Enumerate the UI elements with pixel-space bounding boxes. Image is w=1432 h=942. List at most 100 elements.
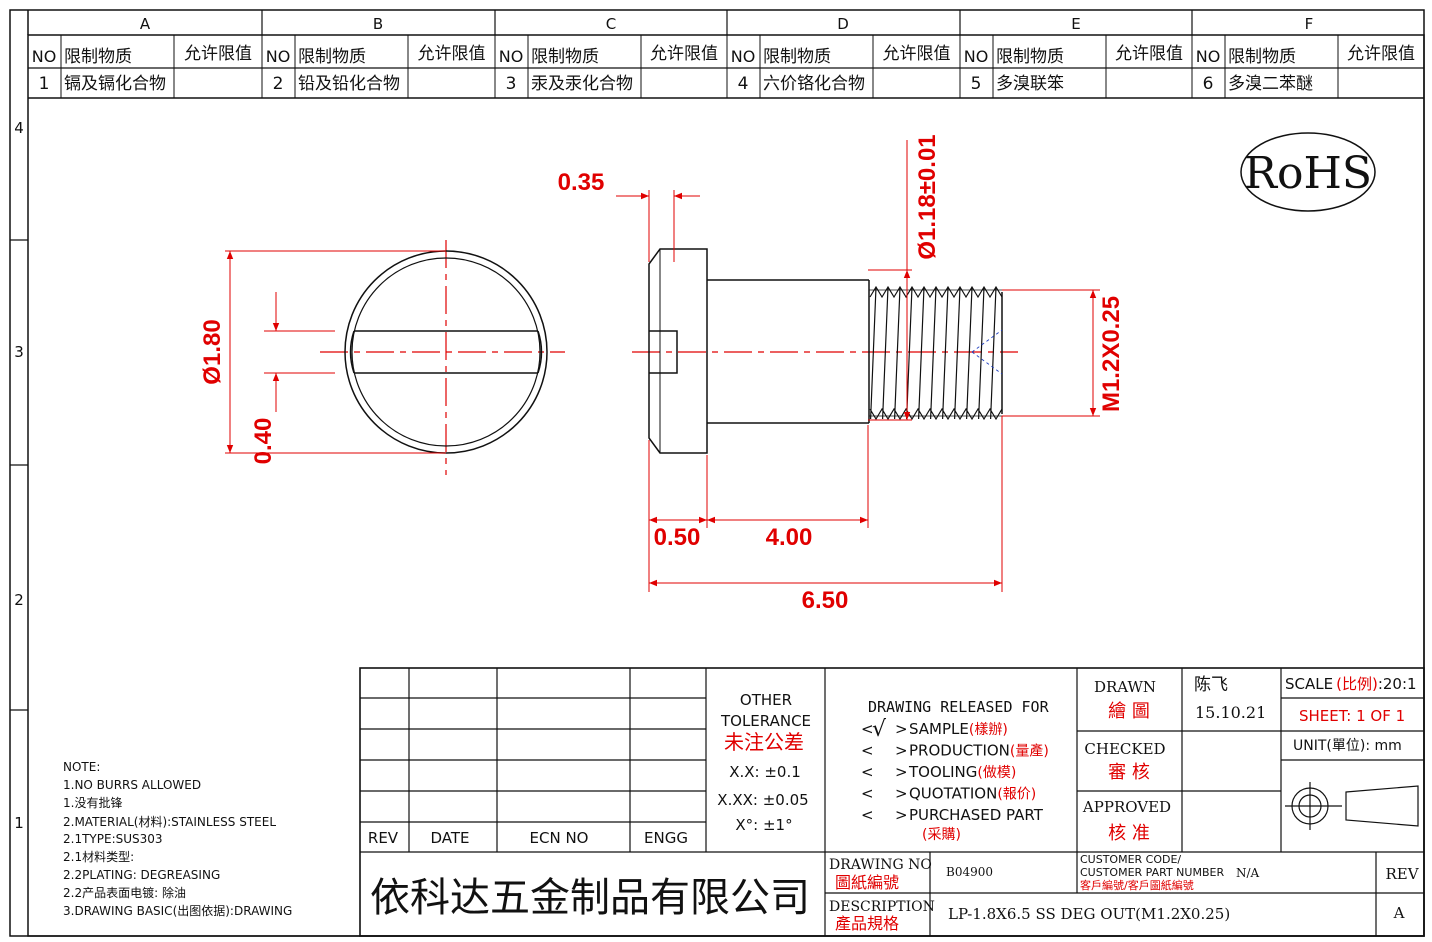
rohs-mark: RoHS xyxy=(1240,132,1376,212)
note-line: 1.没有批锋 xyxy=(63,795,122,810)
description-label-cn: 產品規格 xyxy=(835,914,899,933)
release-option-name: PRODUCTION xyxy=(909,742,1010,760)
tolerance-angle: X°: ±1° xyxy=(735,816,792,834)
scale-text: SCALE(比例):20:1 xyxy=(1285,675,1417,693)
drawn-by-name: 陈飞 xyxy=(1194,675,1228,695)
rev-header: REV xyxy=(368,829,399,847)
checked-label-cn: 審 核 xyxy=(1108,762,1150,783)
note-line: 2.2PLATING: DEGREASING xyxy=(63,868,220,882)
approved-label-cn: 核 准 xyxy=(1108,823,1150,844)
tolerance-x: X.X: ±0.1 xyxy=(729,763,801,781)
restricted-no-header: NO xyxy=(499,47,524,66)
drawing-notes: NOTE: 1.NO BURRS ALLOWED 1.没有批锋 2.MATERI… xyxy=(63,760,292,918)
restricted-substance-header: 限制物质 xyxy=(1228,47,1296,67)
restricted-item-substance: 镉及镉化合物 xyxy=(64,74,166,94)
release-option-cn: (采購) xyxy=(922,827,961,843)
restricted-substance-header: 限制物质 xyxy=(531,47,599,67)
restricted-item-number: 6 xyxy=(1203,74,1214,94)
rev-value: A xyxy=(1393,904,1405,922)
zone-col-a: A xyxy=(140,15,151,33)
restricted-item-substance: 多溴二苯醚 xyxy=(1228,74,1313,94)
release-option-cn: (報价) xyxy=(997,787,1036,803)
release-bracket-open: < xyxy=(861,720,874,738)
restricted-no-header: NO xyxy=(964,47,989,66)
drawn-date: 15.10.21 xyxy=(1195,703,1266,722)
release-title: DRAWING RELEASED FOR xyxy=(868,698,1050,716)
release-option-cn: (樣辦) xyxy=(969,721,1008,738)
release-option-label: SAMPLE(樣辦) xyxy=(909,720,1008,738)
release-option-name: QUOTATION xyxy=(909,785,997,803)
screw-end-view: Ø1.80 0.40 xyxy=(199,240,565,475)
release-option-label: PRODUCTION(量產) xyxy=(909,742,1049,760)
release-bracket-open: < xyxy=(861,785,874,803)
third-angle-projection-icon xyxy=(1285,782,1419,830)
release-option: < >PRODUCTION(量產) xyxy=(861,742,1049,760)
release-option-name: PURCHASED PART xyxy=(909,806,1044,824)
release-option-label: QUOTATION(報价) xyxy=(909,785,1036,803)
tolerance-title-1: OTHER xyxy=(740,691,792,709)
dim-shoulder-length: 4.00 xyxy=(766,524,813,551)
release-check-mark: √ xyxy=(872,717,887,742)
drawing-number: B04900 xyxy=(946,865,993,879)
release-option-label: TOOLING(做模) xyxy=(908,763,1016,781)
approved-label: APPROVED xyxy=(1082,798,1171,816)
zone-row-4: 4 xyxy=(14,119,24,137)
note-line: 2.1材料类型: xyxy=(63,850,134,864)
screw-head-profile xyxy=(648,248,708,454)
release-option: < >PURCHASED PART (采購) xyxy=(861,806,1044,843)
dim-head-chamfer: 0.35 xyxy=(558,169,605,196)
drawing-no-label-cn: 圖紙編號 xyxy=(835,873,899,892)
screw-thread-profile xyxy=(869,285,1003,421)
release-bracket-open: < xyxy=(861,806,874,824)
note-line: 2.2产品表面电镀: 除油 xyxy=(63,885,186,900)
scale-value: :20:1 xyxy=(1378,675,1417,693)
restricted-item-substance: 六价铬化合物 xyxy=(763,74,865,94)
sheet-count: SHEET: 1 OF 1 xyxy=(1299,707,1405,725)
scale-label-cn: (比例) xyxy=(1336,675,1378,693)
restricted-no-header: NO xyxy=(1196,47,1221,66)
date-header: DATE xyxy=(430,829,469,847)
tolerance-title-cn: 未注公差 xyxy=(724,730,804,754)
zone-col-b: B xyxy=(373,15,383,33)
restricted-substance-header: 限制物质 xyxy=(763,47,831,67)
restricted-item-number: 5 xyxy=(971,74,982,94)
drawn-label: DRAWN xyxy=(1094,678,1156,696)
customer-code-label-1: CUSTOMER CODE/ xyxy=(1080,853,1181,866)
zone-column-labels: A B C D E F xyxy=(140,15,1313,33)
zone-col-f: F xyxy=(1305,15,1314,33)
restricted-no-header: NO xyxy=(731,47,756,66)
title-block: REV DATE ECN NO ENGG OTHER TOLERANCE 未注公… xyxy=(359,667,1425,937)
restricted-substance-header: 限制物质 xyxy=(298,47,366,67)
part-description: LP-1.8X6.5 SS DEG OUT(M1.2X0.25) xyxy=(948,905,1230,923)
release-bracket-close: > xyxy=(895,785,908,803)
zone-row-1: 1 xyxy=(14,814,24,832)
restricted-item-substance: 多溴联笨 xyxy=(996,74,1064,94)
release-bracket-close: > xyxy=(895,742,908,760)
release-option-label: PURCHASED PART xyxy=(909,806,1044,824)
restricted-item-substance: 汞及汞化合物 xyxy=(531,74,633,94)
restricted-no-header: NO xyxy=(266,47,291,66)
zone-col-e: E xyxy=(1071,15,1080,33)
zone-row-labels: 4 3 2 1 xyxy=(14,119,24,832)
restricted-item-substance: 铅及铅化合物 xyxy=(298,74,400,94)
drawing-no-label: DRAWING NO xyxy=(829,857,932,873)
release-bracket-open: < xyxy=(861,742,874,760)
release-option: <>TOOLING(做模) xyxy=(861,763,1016,781)
zone-col-c: C xyxy=(606,15,616,33)
screw-side-view: 0.35 Ø1.18±0.01 M1.2X0.25 0.50 4.00 6.50 xyxy=(558,134,1125,614)
note-line: NOTE: xyxy=(63,760,100,774)
release-bracket-open: < xyxy=(861,763,874,781)
ecn-header: ECN NO xyxy=(530,829,589,847)
release-bracket-close: > xyxy=(895,806,908,824)
restricted-substance-header: 限制物质 xyxy=(64,47,132,67)
dim-thread-spec: M1.2X0.25 xyxy=(1098,296,1125,412)
release-option-cn: (量產) xyxy=(1010,743,1049,760)
rohs-text: RoHS xyxy=(1244,148,1372,199)
release-option: < >QUOTATION(報价) xyxy=(861,785,1036,803)
tolerance-title-2: TOLERANCE xyxy=(720,712,811,730)
restricted-item-number: 3 xyxy=(506,74,517,94)
customer-code-label-cn: 客戶編號/客戶圖紙編號 xyxy=(1080,878,1194,892)
restricted-limit-header: 允许限值 xyxy=(1347,44,1415,64)
zone-row-3: 3 xyxy=(14,343,24,361)
release-option: <√>SAMPLE(樣辦) xyxy=(861,717,1008,742)
